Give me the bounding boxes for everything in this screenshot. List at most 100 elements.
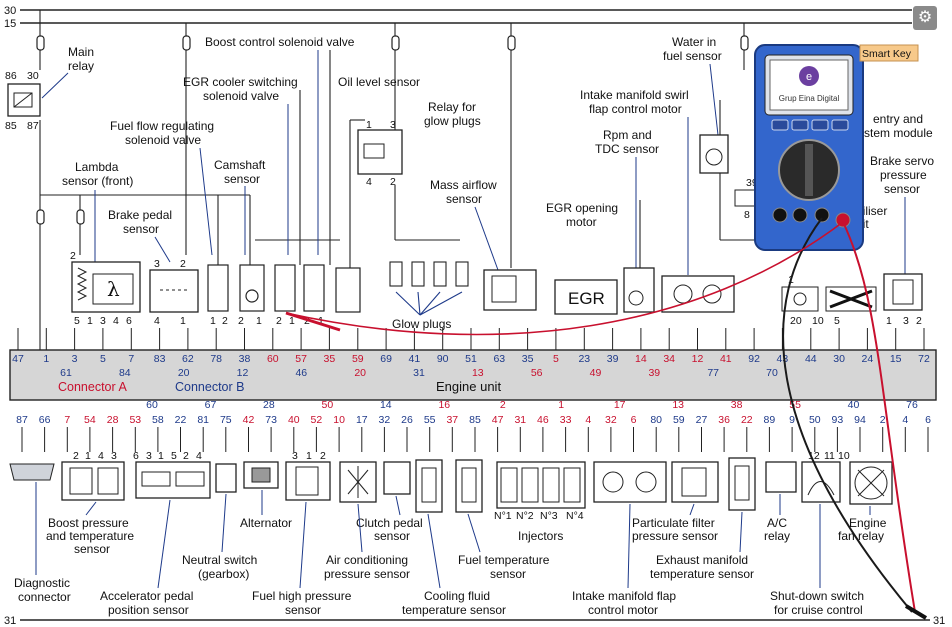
pin-number: 4	[902, 414, 908, 426]
svg-text:1: 1	[366, 119, 372, 131]
pin-number: 67	[205, 399, 217, 411]
svg-text:pressure sensor: pressure sensor	[324, 567, 410, 581]
alternator-label: Alternator	[240, 516, 292, 530]
pin-number: 7	[128, 353, 134, 365]
clutch-pedal-label: Clutch pedal	[356, 516, 423, 530]
pin-number: 14	[635, 353, 647, 365]
svg-text:control motor: control motor	[588, 603, 658, 617]
pin-number: 1	[558, 399, 564, 411]
solenoid-valves	[207, 264, 361, 313]
svg-text:fuel sensor: fuel sensor	[663, 49, 722, 63]
rail-15-label: 15	[4, 18, 16, 30]
glow-plugs-label: Glow plugs	[392, 317, 451, 331]
svg-text:5: 5	[74, 315, 80, 327]
entry-system-label: entry and	[873, 112, 923, 126]
pin-number: 61	[60, 367, 72, 379]
pin-number: 32	[379, 414, 391, 426]
pin-number: 6	[631, 414, 637, 426]
brake-servo-sensor: 1 3 2	[883, 273, 923, 327]
pin-number: 93	[832, 414, 844, 426]
pin-number: 55	[424, 414, 436, 426]
rail-31-left-label: 31	[4, 615, 16, 627]
pin-number: 2	[880, 414, 886, 426]
pin-number: 60	[267, 353, 279, 365]
bottom-components	[61, 457, 893, 513]
pin-number: 22	[741, 414, 753, 426]
svg-text:4: 4	[154, 315, 160, 327]
svg-text:4: 4	[196, 450, 202, 462]
fuses	[36, 35, 749, 225]
water-fuel-label: Water in	[672, 35, 716, 49]
svg-text:6: 6	[133, 450, 139, 462]
injectors-label: Injectors	[518, 529, 563, 543]
svg-text:3: 3	[100, 315, 106, 327]
svg-text:for cruise control: for cruise control	[774, 603, 863, 617]
multimeter: e Grup Eina Digital Smart Key	[754, 44, 919, 251]
svg-text:30: 30	[27, 70, 39, 82]
svg-text:85: 85	[5, 120, 17, 132]
svg-text:N°1: N°1	[494, 510, 512, 522]
svg-text:λ: λ	[107, 277, 120, 301]
glow-plug-relay: 1 3 4 2	[357, 119, 403, 188]
pin-number: 10	[333, 414, 345, 426]
pin-number: 20	[354, 367, 366, 379]
svg-text:1: 1	[158, 450, 164, 462]
black-probe-tip	[904, 604, 928, 620]
svg-text:flap control motor: flap control motor	[589, 102, 682, 116]
svg-text:10: 10	[838, 450, 850, 462]
brake-servo-label: Brake servo	[870, 154, 934, 168]
pin-number: 9	[789, 414, 795, 426]
svg-text:3: 3	[390, 119, 396, 131]
svg-text:fan relay: fan relay	[838, 529, 884, 543]
svg-text:3: 3	[111, 450, 117, 462]
pin-number: 58	[152, 414, 164, 426]
pin-number: 87	[16, 414, 28, 426]
svg-text:5: 5	[834, 315, 840, 327]
svg-text:temperature sensor: temperature sensor	[650, 567, 754, 581]
pin-number: 13	[672, 399, 684, 411]
svg-text:TDC sensor: TDC sensor	[595, 142, 659, 156]
red-probe-lead	[842, 221, 916, 613]
lambda-sensor: λ 2 5 1 3 4 6	[70, 250, 141, 327]
pin-number: 69	[380, 353, 392, 365]
neutral-switch-label: Neutral switch	[182, 553, 257, 567]
svg-text:8: 8	[744, 209, 750, 221]
pin-number: 28	[263, 399, 275, 411]
pin-number: 6	[925, 414, 931, 426]
power-rails	[20, 9, 930, 621]
camshaft-label: Camshaft	[214, 158, 266, 172]
svg-text:2: 2	[70, 250, 76, 262]
svg-text:1: 1	[180, 315, 186, 327]
pin-number: 85	[469, 414, 481, 426]
egr-cooler-label: EGR cooler switching	[183, 75, 298, 89]
pin-number: 52	[311, 414, 323, 426]
pin-number: 78	[210, 353, 222, 365]
fuel-hp-label: Fuel high pressure	[252, 589, 352, 603]
pin-number: 62	[182, 353, 194, 365]
pin-number: 75	[220, 414, 232, 426]
svg-text:sensor: sensor	[74, 542, 110, 556]
main-relay: 86 30 85 87	[5, 70, 41, 132]
multimeter-brand: Grup Eina Digital	[779, 94, 840, 103]
lambda-label: Lambda	[75, 160, 119, 174]
pin-number: 63	[493, 353, 505, 365]
pin-number: 1	[43, 353, 49, 365]
rail-30-label: 30	[4, 5, 16, 17]
pin-number: 55	[789, 399, 801, 411]
svg-text:1: 1	[289, 315, 295, 327]
svg-text:glow plugs: glow plugs	[424, 114, 481, 128]
pin-number: 15	[890, 353, 902, 365]
cooling-fluid-label: Cooling fluid	[424, 589, 490, 603]
ac-relay-label: A/C	[767, 516, 787, 530]
pin-number: 13	[472, 367, 484, 379]
pin-number: 51	[465, 353, 477, 365]
pin-number: 49	[590, 367, 602, 379]
pin-number: 36	[718, 414, 730, 426]
svg-text:EGR: EGR	[568, 289, 605, 308]
svg-text:2: 2	[180, 258, 186, 270]
fuel-flow-label: Fuel flow regulating	[110, 119, 214, 133]
svg-text:10: 10	[812, 315, 824, 327]
gear-icon[interactable]: ⚙	[913, 6, 937, 30]
